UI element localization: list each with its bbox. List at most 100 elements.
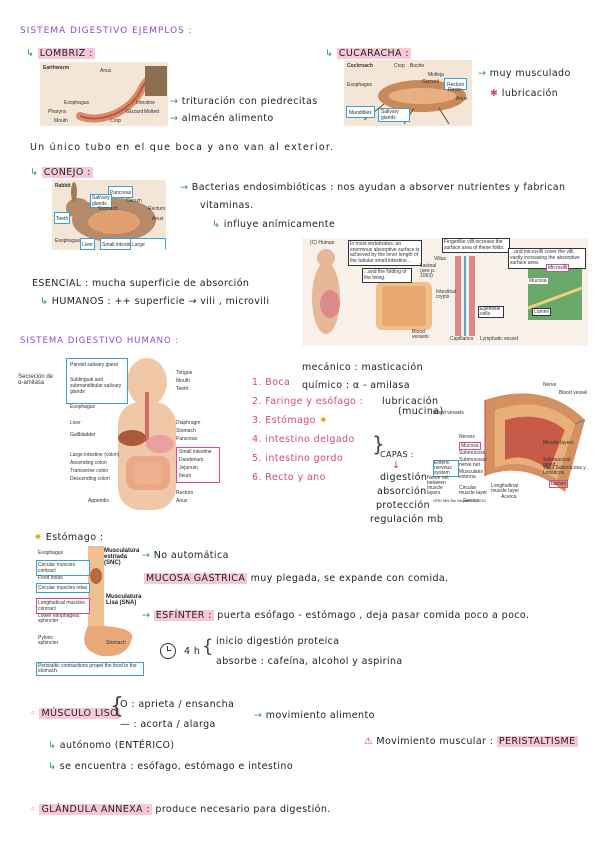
salivary-label: Salivary glands (90, 194, 112, 208)
fig-label: Muscle layers (543, 440, 574, 446)
conejo-heading-text: CONEJO : (41, 167, 93, 178)
lubricacion-note: lubricación (382, 396, 439, 407)
quimico-note: químico : α - amilasa (302, 380, 410, 391)
fig-label: Submucosa (459, 450, 486, 456)
warning-icon: ⚠ (364, 736, 373, 747)
mandibles-label-box: Mandibles (346, 106, 375, 118)
conejo-note-3: ↳ influye anímicamente (212, 219, 336, 230)
fig-label: Anus (176, 498, 188, 504)
esfinter-note: → ESFÍNTER : puerta esófago - estómago ,… (142, 610, 530, 621)
fig-source: ORD MN Bio Mejores II, 2010 (433, 498, 486, 503)
circular-relax-box: Circular muscles relax (36, 583, 90, 593)
fig-label: Food bolus (38, 575, 63, 581)
fig-label: Anus (152, 216, 164, 222)
capa-1: digestión (380, 472, 428, 483)
conejo-heading: ↳ CONEJO : (30, 167, 93, 178)
lombriz-note-1: → trituración con piedrecitas (170, 96, 318, 107)
absorbe-note: absorbe : cafeína, alcohol y aspirina (216, 656, 403, 667)
fig-label: Mucosa (459, 442, 481, 450)
fig-label: Longitudinal muscle layer (491, 483, 520, 494)
salivary-box (66, 358, 128, 404)
list-item-4: 4. intestino delgado (252, 434, 355, 445)
teeth-label: Teeth (54, 212, 71, 224)
fig-label: Rectum (176, 490, 194, 496)
secrecion-label: Secreción de α-amilasa (18, 374, 54, 386)
warning-note: ⚠ Movimiento muscular : PERISTALTISME (364, 736, 578, 747)
fig-label: Liver (70, 420, 81, 426)
fig-label: Gizzard (126, 109, 144, 115)
list-item-1: 1. Boca (252, 377, 291, 388)
fig-label: Epithelial cells (478, 306, 504, 318)
fig-label: Gizzard (422, 79, 440, 85)
fig-label: Lacteal (see p. 1063) (420, 263, 437, 279)
fig-label: Anus (100, 68, 112, 74)
glandula-note: ◦ GLÁNDULA ANNEXA : produce necesario pa… (30, 804, 331, 815)
intestine-wall-figure: Nerve Blood vessel Blood vessels Submuco… (425, 380, 590, 504)
fig-label: Submucosal nerve net (459, 457, 487, 468)
mucosa-note: MUCOSA GÁSTRICA muy plegada, se expande … (144, 573, 449, 584)
fig-label: Nerves (459, 434, 475, 440)
conejo-note-2: vitaminas. (200, 200, 254, 211)
fig-caption: Fingerlike villi increase the surface ar… (442, 238, 510, 253)
down-arrow-icon: ↓ (392, 460, 401, 471)
fig-title: (C) Human (310, 240, 335, 246)
fig-label: Blood vessels (412, 329, 429, 340)
fig-label: Mucosa (528, 278, 548, 284)
fig-label: Esophagus (70, 404, 96, 410)
fig-label: Acerca (501, 494, 517, 500)
fig-label: Intestine (136, 100, 155, 106)
fig-label: Villus (434, 256, 446, 262)
sun-icon: ✷ (34, 532, 43, 543)
fig-label: Esophagus (64, 100, 90, 106)
page-title: SISTEMA DIGESTIVO EJEMPLOS : (20, 26, 193, 36)
circular-contract-box: Circular muscles contract (36, 560, 90, 576)
fig-title: Rabbit (55, 183, 71, 189)
fig-label: Jejunum (179, 465, 198, 471)
brace-icon: { (110, 694, 125, 719)
fig-label: Lower esophageal sphincter (38, 613, 79, 624)
star-icon: ✱ (490, 88, 499, 99)
capa-2: absorción (377, 486, 427, 497)
humanos-note: ↳ HUMANOS : ++ superficie → vili , micro… (40, 296, 270, 307)
tubo-note: Un único tubo en el que boca y ano van a… (30, 142, 335, 153)
fig-label: Rectum (148, 206, 166, 212)
fig-label: Vasa Submucosa y Linfáticos (543, 465, 586, 476)
fig-label: Mouth (54, 118, 68, 124)
brace-icon: } (372, 432, 386, 456)
fig-label: Nerve (543, 382, 557, 388)
intestine-drawing (312, 249, 583, 336)
fig-caption: ...and the folding of the lining. (362, 268, 412, 283)
earthworm-photo (145, 66, 167, 96)
hook-arrow-icon: ↳ (30, 167, 39, 178)
capa-3: protección (376, 500, 431, 511)
fig-label: Ileum (179, 473, 192, 479)
fig-label: Stomach (98, 206, 118, 212)
time-note: 4 h (184, 646, 201, 657)
rectum-label-box: Rectum (444, 78, 468, 90)
liver-label: Liver (80, 238, 95, 250)
fig-label: Blood vessel (559, 390, 588, 396)
cucaracha-note-1: → muy musculado (478, 68, 571, 79)
fig-label: Circular muscle layer (459, 485, 488, 496)
esophagus-figure: Esophagus Circular muscles contract Food… (36, 546, 144, 676)
fig-label: Serosa (463, 498, 479, 504)
fig-caption: In most vertebrates, an enormous absorpt… (348, 240, 422, 266)
autonomo-note: ↳ autónomo (ENTÉRICO) (48, 740, 175, 751)
fig-label: Tongue (176, 370, 193, 376)
estomago-heading: ✷ Estómago : (34, 532, 104, 543)
cucaracha-note-2: ✱ lubricación (490, 88, 559, 99)
fig-label: Crop (394, 63, 405, 69)
list-item-2: 2. Faringe y esófago : (252, 396, 364, 407)
fig-label: Nerve net between muscle layers (427, 475, 449, 496)
encuentra-note: ↳ se encuentra : esófago, estómago e int… (48, 761, 294, 772)
salivary-label-box: Salivary glands (378, 108, 410, 122)
fig-label: Buche (410, 63, 425, 69)
fig-label: Musculatura Lisa (SNA) (106, 594, 142, 606)
fig-label: Descending colon (70, 476, 110, 482)
fig-label: Muscularis externa (459, 469, 483, 480)
fig-label: Large intestine (colon) (70, 452, 120, 458)
rabbit-figure: Rabbit Pancreas Salivary glands Esophagu… (52, 180, 166, 250)
fig-label: Molted (144, 109, 160, 115)
mucina-note: (mucina) (398, 406, 444, 417)
fig-label: Musculatura estriada (SNC) (104, 548, 140, 566)
